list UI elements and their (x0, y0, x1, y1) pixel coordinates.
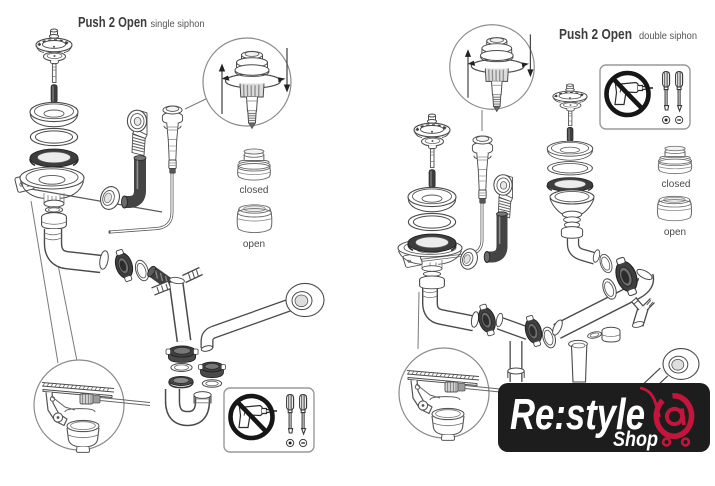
svg-text:double siphon: double siphon (639, 30, 697, 42)
svg-text:open: open (243, 239, 265, 250)
svg-text:closed: closed (662, 179, 691, 190)
svg-text:single siphon: single siphon (151, 18, 205, 30)
svg-text:Push 2 Open: Push 2 Open (559, 26, 632, 43)
svg-text:Shop: Shop (613, 428, 658, 451)
svg-text:Push 2 Open: Push 2 Open (78, 15, 147, 31)
svg-text:closed: closed (240, 185, 269, 196)
svg-text:open: open (664, 227, 686, 238)
svg-text:Re:style: Re:style (510, 390, 645, 439)
